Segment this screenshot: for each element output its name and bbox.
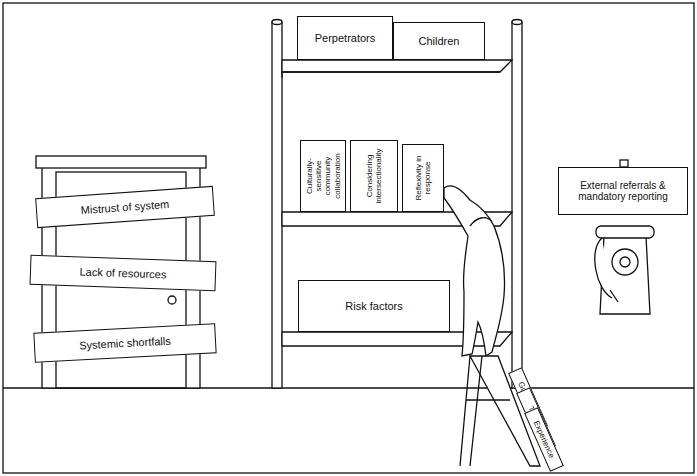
telephone xyxy=(595,226,654,314)
sign-board: External referrals & mandatory reporting xyxy=(558,167,688,215)
shelf-box: Perpetrators xyxy=(297,16,393,60)
box-label: Culturally-sensitive community collabora… xyxy=(305,144,342,208)
box-label: Mistrust of system xyxy=(80,198,169,217)
box-label: External referrals & mandatory reporting xyxy=(562,180,684,203)
box-label: Lack of resources xyxy=(79,265,166,281)
box-label: Perpetrators xyxy=(315,32,376,45)
box-label: Systemic shortfalls xyxy=(79,334,171,351)
pin xyxy=(620,160,628,167)
box-label: Risk factors xyxy=(345,300,402,313)
box-label: Reflexivity in response xyxy=(414,148,432,208)
frame xyxy=(3,3,694,473)
plank: Lack of resources xyxy=(30,255,217,291)
shelf-box: Risk factors xyxy=(298,280,450,332)
shelf-box: Children xyxy=(393,22,485,60)
shelf-box: Reflexivity in response xyxy=(402,144,444,212)
shelf-box: Culturally-sensitive community collabora… xyxy=(300,140,346,212)
box-label: Children xyxy=(419,35,460,48)
shelf-box: Considering intersectionality xyxy=(350,140,398,212)
person-figure xyxy=(444,186,505,356)
box-label: Considering intersectionality xyxy=(365,144,383,208)
shelf xyxy=(272,20,522,389)
